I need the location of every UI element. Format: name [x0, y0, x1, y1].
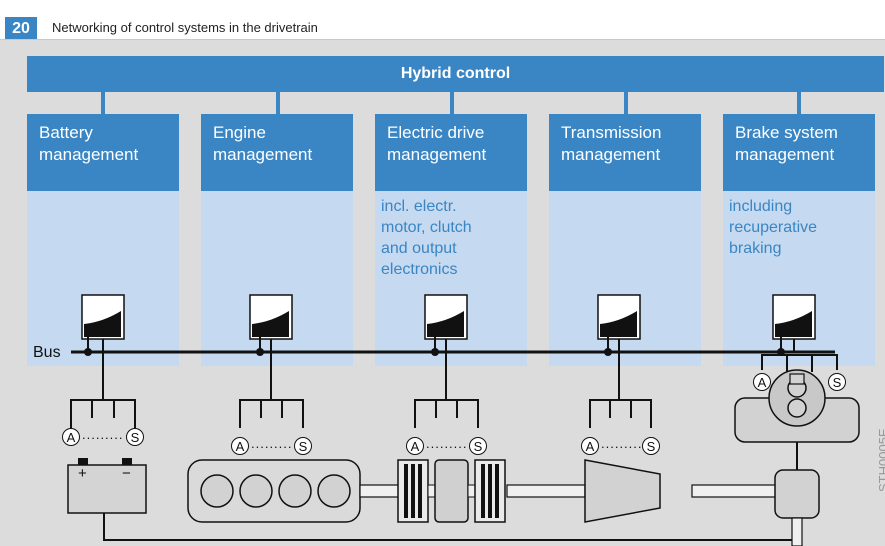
dotted-line-electric-drive: .........: [426, 436, 468, 451]
dotted-line-battery: .........: [82, 427, 124, 442]
header-divider: [0, 39, 885, 40]
battery: [67, 458, 799, 541]
brake-system: [734, 369, 860, 546]
actuator-symbol-transmission: A: [581, 437, 599, 455]
brake-system-management-title: Brake system management: [735, 123, 838, 164]
hybrid-control-bar: Hybrid control: [27, 56, 884, 92]
connector-electric-drive: [450, 92, 454, 114]
figure-title: Networking of control systems in the dri…: [52, 20, 318, 35]
ecu-battery: [81, 294, 125, 400]
electric-drive-unit: [397, 459, 506, 523]
brake-system-management-block: Brake system management including recupe…: [723, 114, 875, 366]
electric-drive-management-note: incl. electr. motor, clutch and output e…: [381, 198, 472, 278]
sensor-actuator-forks: [70, 354, 838, 428]
ecu-units: [81, 294, 816, 400]
dotted-line-engine: .........: [251, 436, 293, 451]
ecu-brake: [772, 294, 816, 356]
electric-drive-management-title: Electric drive management: [387, 123, 487, 164]
electric-drive-management-header: Electric drive management: [375, 114, 527, 191]
connector-engine: [276, 92, 280, 114]
figure-header: 20 Networking of control systems in the …: [0, 0, 885, 40]
battery-minus-terminal: −: [122, 465, 131, 482]
ecu-electric-drive: [424, 294, 468, 400]
transmission: [584, 459, 661, 523]
brake-system-management-header: Brake system management: [723, 114, 875, 191]
actuator-symbol-electric-drive: A: [406, 437, 424, 455]
hybrid-control-connectors: [101, 92, 801, 114]
actuator-symbol-engine: A: [231, 437, 249, 455]
ecu-transmission: [597, 294, 641, 400]
actuator-symbol-battery: A: [62, 428, 80, 446]
battery-management-title: Battery management: [39, 123, 139, 164]
connector-brake: [797, 92, 801, 114]
battery-management-block: Battery management: [27, 114, 179, 366]
battery-plus-terminal: +: [78, 465, 87, 482]
transmission-management-title: Transmission management: [561, 123, 662, 164]
brake-system-management-note: including recuperative braking: [729, 198, 818, 257]
sensor-symbol-electric-drive: S: [469, 437, 487, 455]
connector-transmission: [624, 92, 628, 114]
dotted-line-transmission: .........: [601, 436, 643, 451]
engine: [187, 459, 361, 523]
sensor-symbol-transmission: S: [642, 437, 660, 455]
engine-management-title: Engine management: [213, 123, 313, 164]
connector-battery: [101, 92, 105, 114]
drive-shaft: [359, 484, 779, 498]
actuator-symbol-brake: A: [753, 373, 771, 391]
sensor-symbol-engine: S: [294, 437, 312, 455]
sensor-symbol-battery: S: [126, 428, 144, 446]
ecu-engine: [249, 294, 293, 400]
engine-management-header: Engine management: [201, 114, 353, 191]
battery-management-header: Battery management: [27, 114, 179, 191]
figure-watermark: STH0005E: [876, 428, 885, 492]
sensor-symbol-brake: S: [828, 373, 846, 391]
figure-number: 20: [5, 17, 37, 40]
transmission-management-header: Transmission management: [549, 114, 701, 191]
bus-label: Bus: [33, 344, 61, 361]
